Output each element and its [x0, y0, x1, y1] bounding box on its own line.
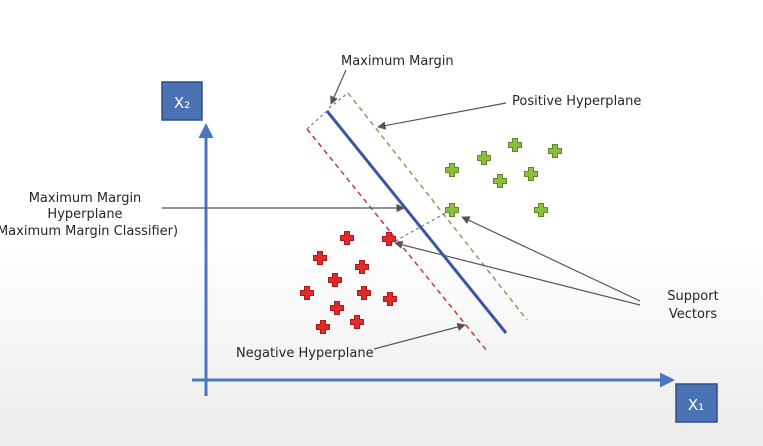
arrow-positive-hyperplane	[377, 102, 507, 130]
positive-point-support-vector	[445, 203, 459, 217]
label-mmh-line2: Hyperplane	[47, 207, 122, 222]
maximum-margin-hyperplane-line	[325, 110, 508, 334]
positive-point	[477, 151, 491, 165]
label-positive-hyperplane: Positive Hyperplane	[512, 94, 641, 109]
y-axis-label: X₂	[174, 94, 190, 112]
x-axis-label: X₁	[688, 396, 704, 414]
arrow-support-vector-positive	[461, 216, 641, 302]
label-support-vectors-line2: Vectors	[669, 307, 717, 322]
positive-class-points	[445, 138, 562, 217]
negative-point	[330, 301, 344, 315]
label-mmh-line1: Maximum Margin	[29, 191, 142, 206]
negative-point	[350, 315, 364, 329]
negative-point-support-vector	[382, 232, 396, 246]
margin-cap-right	[328, 92, 349, 109]
label-mmh-line3: (Maximum Margin Classifier)	[0, 224, 178, 239]
arrow-support-vector-negative	[394, 240, 641, 306]
label-negative-hyperplane: Negative Hyperplane	[236, 346, 374, 361]
positive-point	[493, 174, 507, 188]
negative-point	[300, 286, 314, 300]
negative-point	[383, 292, 397, 306]
negative-point	[357, 286, 371, 300]
margin-cap-left	[306, 110, 328, 130]
label-maximum-margin: Maximum Margin	[341, 54, 454, 69]
positive-point	[445, 163, 459, 177]
positive-point	[508, 138, 522, 152]
label-support-vectors-line1: Support	[667, 289, 718, 304]
positive-hyperplane-line	[347, 92, 528, 321]
negative-class-points	[300, 231, 397, 334]
negative-point	[328, 273, 342, 287]
y-axis-label-box: X₂	[161, 81, 203, 121]
negative-point	[340, 231, 354, 245]
positive-point	[524, 167, 538, 181]
positive-point	[534, 203, 548, 217]
negative-point	[355, 260, 369, 274]
x-axis-label-box: X₁	[675, 383, 718, 423]
arrow-maximum-margin	[330, 69, 347, 105]
negative-point	[313, 251, 327, 265]
arrow-negative-hyperplane	[373, 322, 466, 350]
negative-hyperplane-line	[306, 128, 488, 352]
negative-point	[316, 320, 330, 334]
positive-point	[548, 144, 562, 158]
